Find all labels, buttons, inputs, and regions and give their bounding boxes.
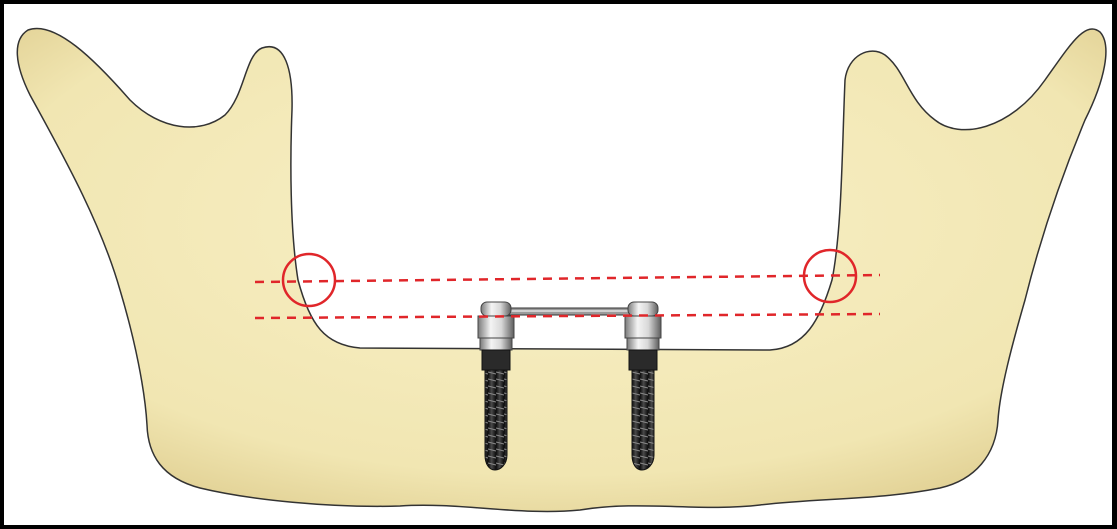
implant-bar [505, 308, 635, 315]
mandible-bone [17, 28, 1106, 511]
dashed-line-upper [255, 275, 880, 282]
